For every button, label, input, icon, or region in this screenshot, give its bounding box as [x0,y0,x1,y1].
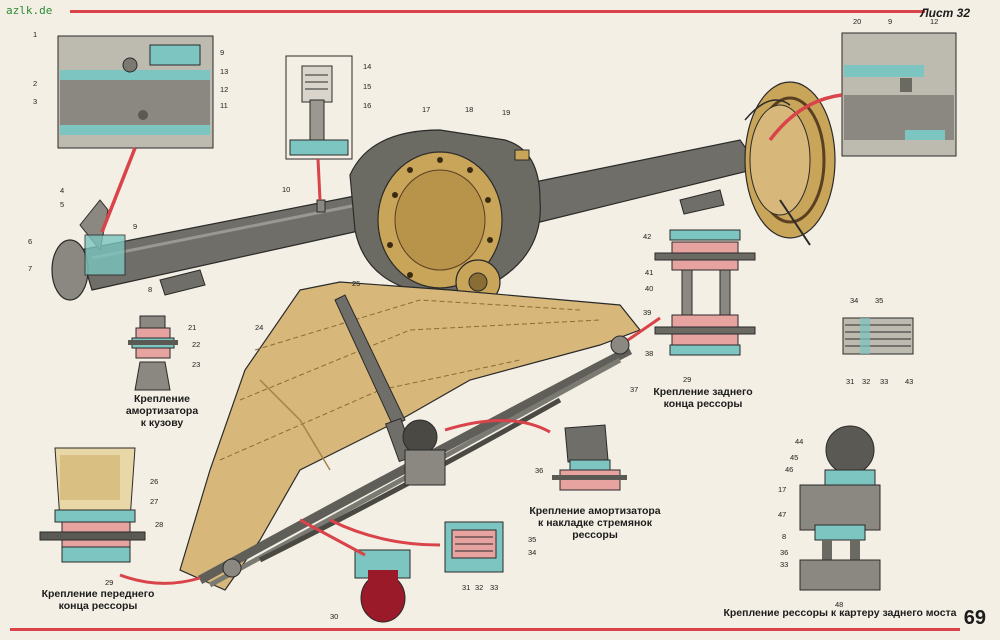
callout-29: 29 [683,375,692,384]
callout-33c: 33 [780,560,789,569]
callout-20: 20 [853,17,862,26]
callout-47: 47 [778,510,787,519]
callout-19: 19 [502,108,511,117]
callout-28: 28 [155,520,164,529]
callout-5: 5 [60,200,65,209]
callout-38: 38 [645,349,654,358]
callout-11: 11 [220,101,228,110]
callout-42: 42 [643,232,652,241]
callout-17b: 17 [778,485,787,494]
callout-8: 8 [148,285,153,294]
callout-34: 34 [850,296,859,305]
callout-43: 43 [905,377,914,386]
callout-32b: 32 [475,583,484,592]
callout-12b: 12 [930,17,939,26]
callout-37: 37 [630,385,639,394]
callout-18: 18 [465,105,474,114]
callout-14: 14 [363,62,372,71]
callout-39: 39 [643,308,652,317]
callout-10: 10 [282,185,291,194]
caption-shock-body: Крепление амортизатора к кузову [125,393,199,430]
detail-rear-spring-end [654,229,756,356]
callout-1: 1 [33,30,38,39]
detail-bump-stop [354,549,411,623]
callout-41: 41 [645,268,654,277]
callout-7: 7 [28,264,33,273]
detail-front-spring-end [39,447,146,563]
callout-8b: 8 [782,532,787,541]
callout-46: 46 [785,465,794,474]
callout-2: 2 [33,79,38,88]
callout-9: 9 [220,48,225,57]
callout-40: 40 [645,284,654,293]
callout-30: 30 [330,612,339,621]
callout-34b: 34 [528,548,537,557]
callout-12: 12 [220,85,229,94]
callout-17: 17 [422,105,431,114]
callout-16: 16 [363,101,372,110]
callout-23: 23 [192,360,201,369]
callout-32: 32 [862,377,871,386]
callout-6: 6 [28,237,33,246]
callout-29b: 29 [105,578,114,587]
caption-front-spring-end: Крепление переднего конца рессоры [41,588,155,613]
callout-13: 13 [220,67,229,76]
callout-3: 3 [33,97,38,106]
callout-9c: 9 [133,222,138,231]
detail-shock-body [128,315,178,391]
top-rule-left [70,10,925,13]
inset-hub-section [841,32,957,157]
callout-4: 4 [60,186,65,195]
caption-spring-axle: Крепление рессоры к картеру заднего мост… [723,607,957,619]
callout-31: 31 [846,377,855,386]
callout-44: 44 [795,437,804,446]
callout-33: 33 [880,377,889,386]
callout-24: 24 [255,323,264,332]
callout-22: 22 [192,340,201,349]
sheet-label: Лист 32 [920,6,970,20]
callout-15: 15 [363,82,372,91]
caption-shock-ubolt: Крепление амортизатора к накладке стремя… [529,505,661,542]
callout-48: 48 [835,600,844,609]
callout-9b: 9 [888,17,893,26]
callout-36b: 36 [780,548,789,557]
body-floor [179,281,641,591]
callout-31b: 31 [462,583,471,592]
inset-bearing-section [57,35,214,149]
callout-21: 21 [188,323,197,332]
shock-absorber [334,294,446,486]
page-number: 69 [963,607,986,629]
callout-35b: 35 [528,535,537,544]
callout-26: 26 [150,477,159,486]
rear-axle [51,81,836,305]
callout-45: 45 [790,453,799,462]
caption-rear-spring-end: Крепление заднего конца рессоры [653,386,753,411]
detail-leaf-pack [842,317,914,355]
callout-33b: 33 [490,583,499,592]
callout-35: 35 [875,296,884,305]
inset-breather [285,55,353,160]
detail-pad-section [444,521,504,573]
detail-spring-axle [799,425,881,591]
callout-27: 27 [150,497,159,506]
watermark: azlk.de [6,4,53,17]
detail-shock-ubolt [552,424,627,491]
callout-36: 36 [535,466,544,475]
bottom-rule [10,628,960,631]
callout-25: 25 [352,279,361,288]
